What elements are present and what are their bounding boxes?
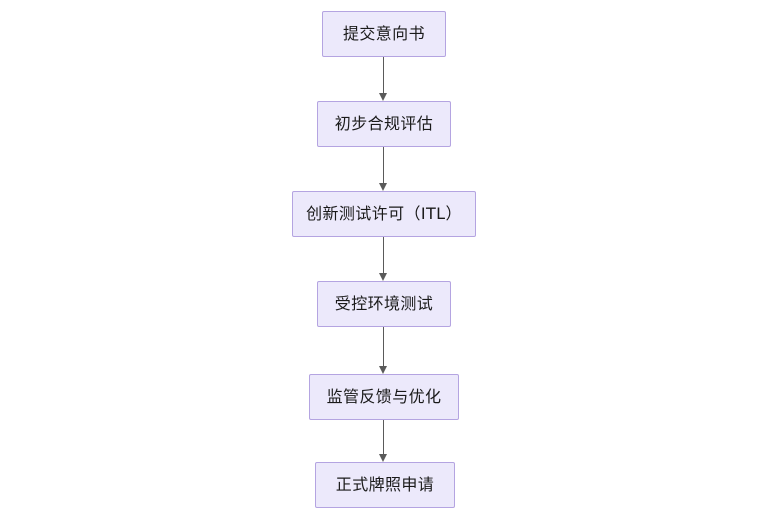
flow-connector-1 [379, 57, 388, 101]
flow-node-label: 创新测试许可（ITL） [306, 204, 462, 223]
flow-node-regulatory-feedback-optimization[interactable]: 监管反馈与优化 [309, 374, 459, 420]
flow-node-label: 监管反馈与优化 [326, 387, 442, 406]
connector-shaft [383, 327, 384, 366]
connector-shaft [383, 147, 384, 183]
flow-connector-2 [379, 147, 388, 191]
arrowhead-icon [379, 366, 387, 374]
connector-shaft [383, 420, 384, 454]
flow-node-label: 提交意向书 [342, 24, 425, 43]
flow-node-innovation-test-license[interactable]: 创新测试许可（ITL） [292, 191, 476, 237]
connector-shaft [383, 237, 384, 273]
flow-connector-3 [379, 237, 388, 281]
arrowhead-icon [379, 183, 387, 191]
arrowhead-icon [379, 454, 387, 462]
arrowhead-icon [379, 93, 387, 101]
flow-node-submit-loi[interactable]: 提交意向书 [322, 11, 446, 57]
flow-node-label: 受控环境测试 [334, 294, 434, 313]
flow-connector-4 [379, 327, 388, 374]
flow-node-label: 正式牌照申请 [335, 475, 435, 494]
flow-node-preliminary-compliance-review[interactable]: 初步合规评估 [317, 101, 451, 147]
connector-shaft [383, 57, 384, 93]
flow-node-controlled-environment-testing[interactable]: 受控环境测试 [317, 281, 451, 327]
flow-connector-5 [379, 420, 388, 462]
flow-node-formal-license-application[interactable]: 正式牌照申请 [315, 462, 455, 508]
arrowhead-icon [379, 273, 387, 281]
flow-node-label: 初步合规评估 [334, 114, 434, 133]
